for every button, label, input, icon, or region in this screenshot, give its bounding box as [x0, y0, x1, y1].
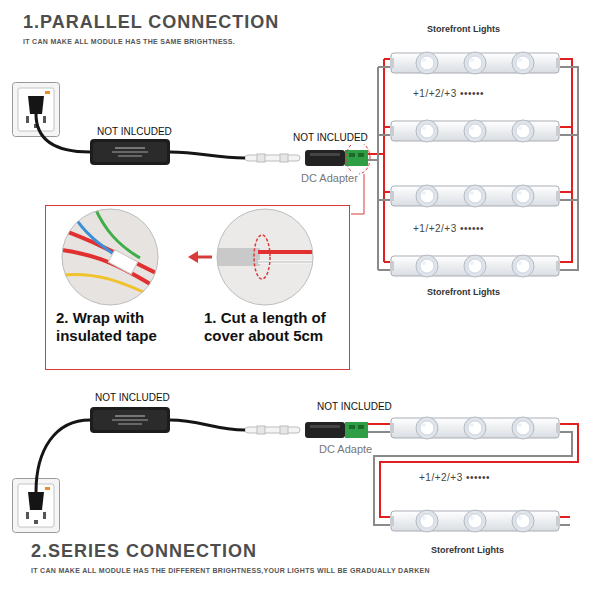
count-label: +1/+2/+3 •••••• [418, 472, 491, 484]
count-label: +1/+2/+3 •••••• [412, 88, 485, 100]
count-label: +1/+2/+3 •••••• [412, 223, 485, 235]
note-label: NOT INCLUDED [316, 401, 393, 413]
part-label: Storefront Lights [426, 287, 501, 297]
callout-step: 2. Wrap with insulated tape [56, 309, 196, 345]
note-label: NOT INCLUDED [292, 132, 369, 144]
part-label: Storefront Lights [426, 24, 501, 34]
part-label: DC Adapter [300, 172, 359, 185]
part-label: Storefront Lights [430, 545, 505, 555]
part-label: DC Adapte [318, 443, 373, 456]
note-label: NOT INCLUDED [94, 392, 171, 404]
callout-box: 2. Wrap with insulated tape1. Cut a leng… [45, 205, 350, 370]
note-label: NOT INLCUDED [96, 126, 173, 138]
callout-step: 1. Cut a length of cover about 5cm [204, 309, 344, 345]
section-heading: 1.PARALLEL CONNECTION [22, 12, 280, 33]
section-subtitle: IT CAN MAKE ALL MODULE HAS THE DIFFERENT… [30, 567, 431, 575]
section-subtitle: IT CAN MAKE ALL MODULE HAS THE SAME BRIG… [22, 38, 236, 46]
section-heading: 2.SERIES CONNECTION [30, 541, 258, 562]
